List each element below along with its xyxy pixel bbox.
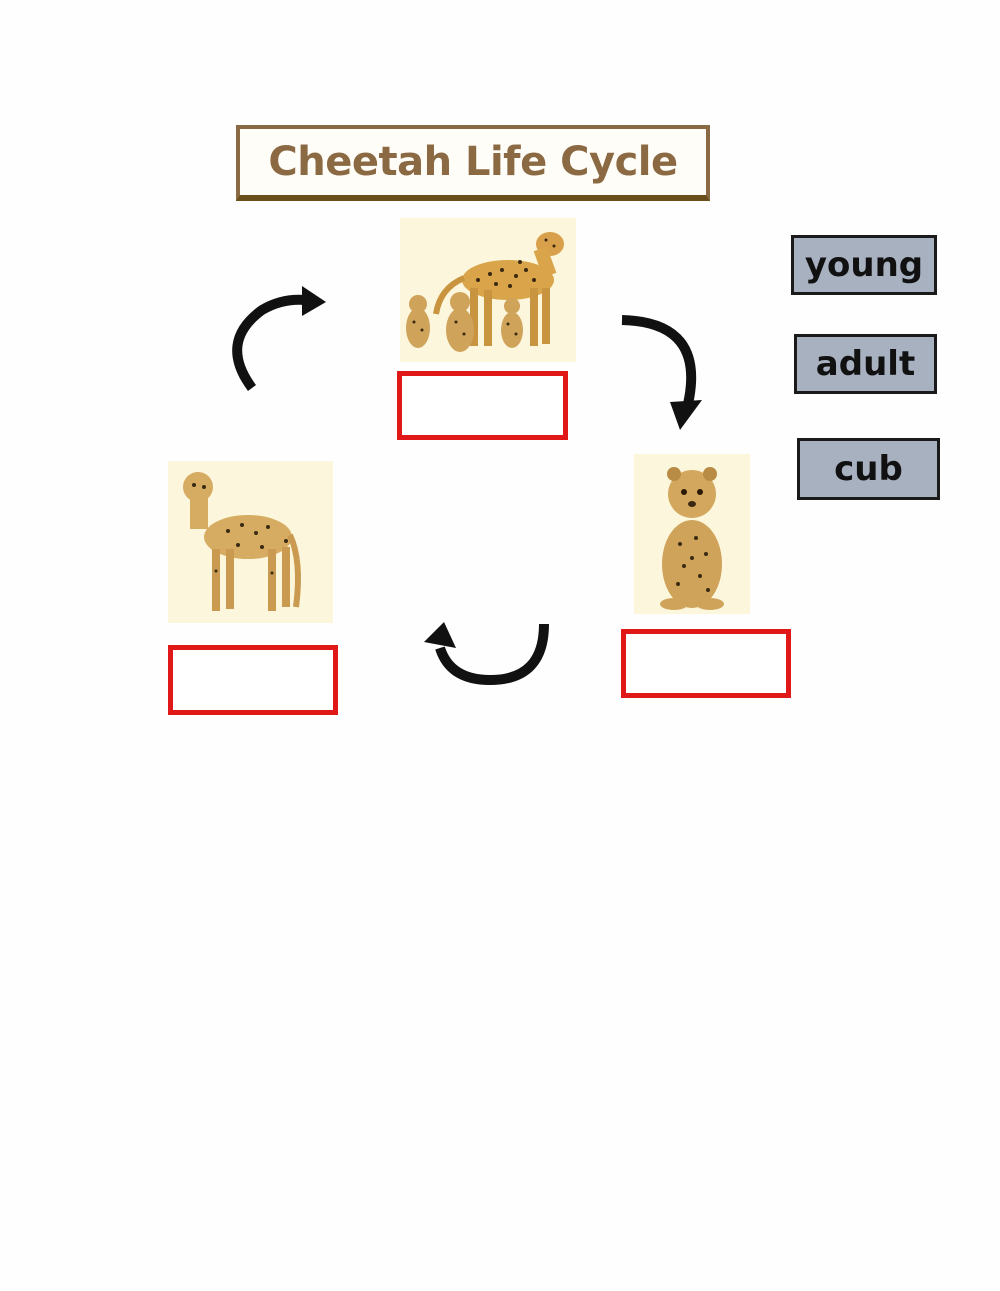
page-title: Cheetah Life Cycle [268, 139, 678, 185]
word-tile-label: young [804, 245, 924, 285]
word-tile-label: adult [815, 344, 916, 384]
answer-box-cub-stage[interactable] [621, 629, 791, 698]
arrow-bottom-icon [424, 622, 549, 686]
arrow-top-right-icon [621, 315, 702, 430]
adult-with-cubs-photo [400, 218, 576, 362]
young-cheetah-photo [168, 461, 333, 623]
title-banner: Cheetah Life Cycle [236, 125, 710, 201]
answer-box-young-stage[interactable] [168, 645, 338, 715]
answer-box-adult-stage[interactable] [397, 371, 568, 440]
cub-photo [634, 454, 750, 614]
word-tile-adult[interactable]: adult [794, 334, 937, 394]
word-tile-label: cub [834, 449, 903, 489]
arrow-top-left-icon [232, 286, 326, 391]
word-tile-cub[interactable]: cub [797, 438, 940, 500]
word-tile-young[interactable]: young [791, 235, 937, 295]
